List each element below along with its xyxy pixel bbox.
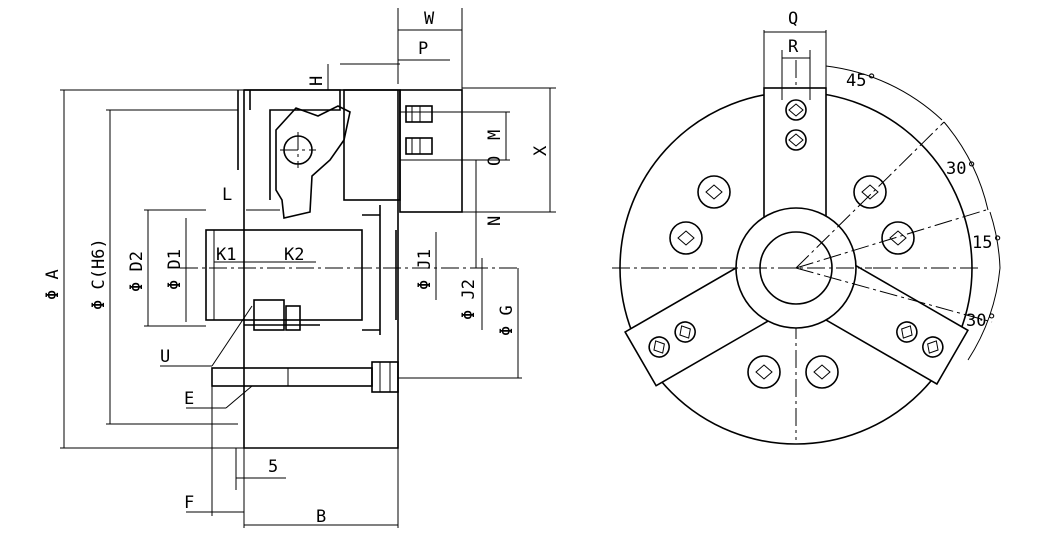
jaw-screw-lower (405, 137, 433, 155)
label-b: B (316, 507, 326, 527)
label-phi-d2: Φ D2 (127, 251, 147, 292)
label-u: U (160, 347, 170, 367)
jaw-screw-upper (405, 105, 433, 123)
label-phi-d1: Φ D1 (165, 249, 185, 290)
label-phi-c: Φ C(H6) (89, 238, 109, 310)
bolt-hole-1 (697, 175, 731, 209)
label-q: Q (788, 9, 798, 29)
label-k2: K2 (284, 245, 304, 265)
label-r: R (788, 37, 799, 57)
label-angle-30-top: 30° (946, 159, 977, 179)
side-section-view: Φ A Φ C(H6) Φ D2 Φ D1 L K1 K2 U E 5 F B … (43, 8, 556, 528)
label-k1: K1 (216, 245, 236, 265)
label-n: N (485, 216, 505, 226)
label-l: L (222, 185, 232, 205)
mounting-bolt (211, 367, 373, 387)
label-phi-j2: Φ J2 (459, 279, 479, 320)
bolt-hole-4 (881, 221, 915, 255)
bolt-hole-5 (747, 355, 781, 389)
front-view: Q R 45° 30° 15° 30° (612, 9, 1003, 445)
label-phi-g: Φ G (497, 305, 517, 336)
label-f: F (184, 493, 194, 513)
label-m: M (485, 130, 505, 140)
bolt-hole-6 (805, 355, 839, 389)
label-h: H (307, 76, 327, 86)
label-angle-15: 15° (972, 233, 1003, 253)
label-x: X (531, 145, 551, 156)
bolt-hole-2 (853, 175, 887, 209)
bolt-hole-3 (669, 221, 703, 255)
label-five: 5 (268, 457, 278, 477)
label-e: E (184, 389, 194, 409)
label-angle-45: 45° (846, 71, 877, 91)
label-o: O (485, 156, 505, 166)
label-w: W (424, 9, 435, 29)
label-phi-a: Φ A (43, 269, 63, 300)
label-p: P (418, 39, 428, 59)
label-angle-30-bottom: 30° (966, 311, 997, 331)
label-phi-j1: Φ J1 (415, 249, 435, 290)
